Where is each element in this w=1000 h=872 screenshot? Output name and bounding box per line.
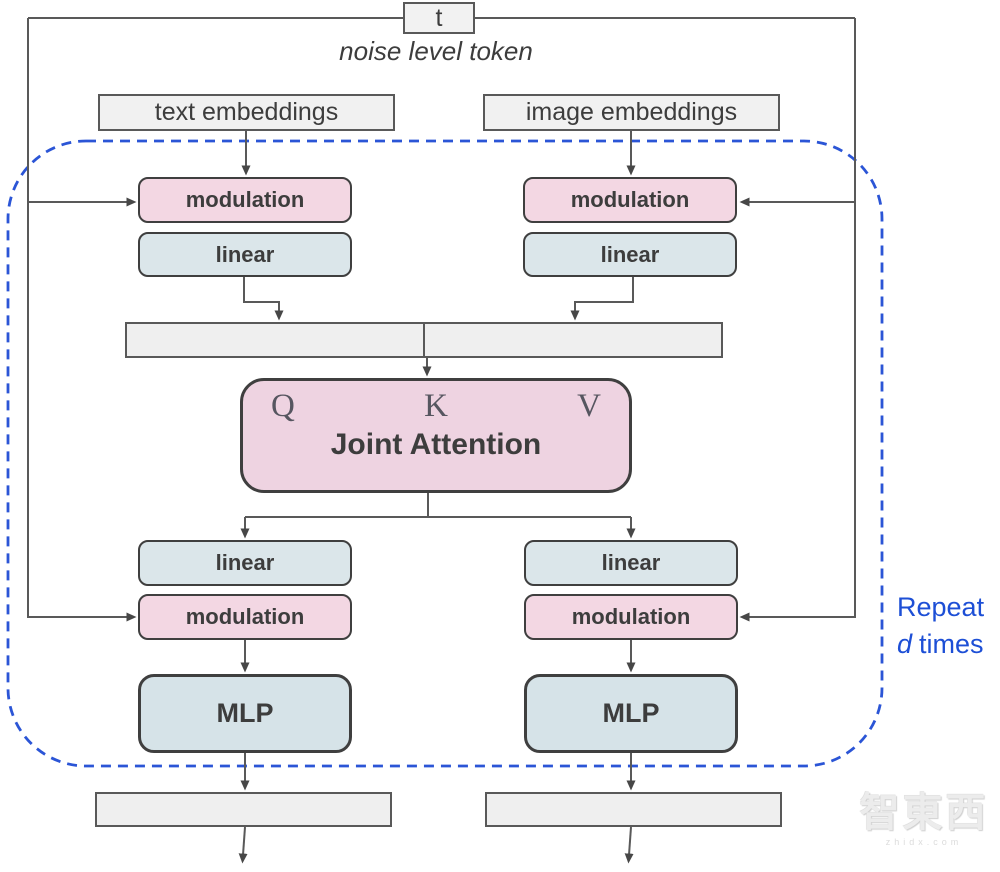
text-embeddings-box: text embeddings <box>98 94 395 131</box>
linear-label: linear <box>215 241 275 267</box>
image-embeddings-box: image embeddings <box>483 94 780 131</box>
left-output-arrow <box>238 826 248 864</box>
linear-label: linear <box>215 550 275 575</box>
modulation-label: modulation <box>185 187 305 212</box>
modulation-label: modulation <box>185 604 305 629</box>
text-embeddings-label: text embeddings <box>154 98 339 126</box>
concat-image-segment <box>423 324 721 356</box>
right-conditioning-rail <box>739 18 856 622</box>
linear-label: linear <box>601 550 661 575</box>
mlp-box-image: MLP <box>524 674 738 753</box>
zhidx-domain: zhidx.com <box>885 837 963 847</box>
noise-token-label: t <box>435 3 443 32</box>
modulation-box-image-bottom: modulation <box>524 594 738 640</box>
mlp-label: MLP <box>216 698 274 728</box>
zhidx-watermark: 智東西 zhidx.com <box>854 791 994 847</box>
noise-token-caption: noise level token <box>339 36 533 66</box>
mlp-label: MLP <box>602 698 660 728</box>
linear-box-text-top: linear <box>138 232 352 277</box>
modulation-box-text-top: modulation <box>138 177 352 223</box>
modulation-box-text-bottom: modulation <box>138 594 352 640</box>
right-linear-to-concat <box>570 277 634 321</box>
linear-box-image-bottom: linear <box>524 540 738 586</box>
qkv-row: Q K V <box>243 381 629 423</box>
left-linear-to-concat <box>243 277 284 321</box>
image-output-bar <box>485 792 782 827</box>
repeat-note-rest: times <box>919 629 984 659</box>
left-conditioning-rail <box>27 18 137 622</box>
right-output-arrow <box>624 826 634 864</box>
repeat-note-line1: Repeat <box>897 592 985 622</box>
linear-box-image-top: linear <box>523 232 737 277</box>
mlp-box-text: MLP <box>138 674 352 753</box>
image-embeddings-label: image embeddings <box>525 98 738 126</box>
modulation-label: modulation <box>570 187 690 212</box>
concat-sequence-bar <box>125 322 723 358</box>
modulation-label: modulation <box>571 604 691 629</box>
text-output-bar <box>95 792 392 827</box>
modulation-box-image-top: modulation <box>523 177 737 223</box>
linear-box-text-bottom: linear <box>138 540 352 586</box>
query-label: Q <box>271 388 295 424</box>
linear-label: linear <box>600 241 660 267</box>
repeat-block-dashed-border <box>6 139 884 768</box>
zhidx-logo: 智東西 <box>859 791 989 835</box>
repeat-variable: d <box>897 629 913 659</box>
concat-text-segment <box>127 324 423 356</box>
value-label: V <box>577 388 601 424</box>
joint-attention-box: Q K V Joint Attention <box>240 378 632 493</box>
key-label: K <box>424 388 448 424</box>
joint-attention-title: Joint Attention <box>330 428 542 461</box>
noise-token-box: t <box>403 2 475 34</box>
